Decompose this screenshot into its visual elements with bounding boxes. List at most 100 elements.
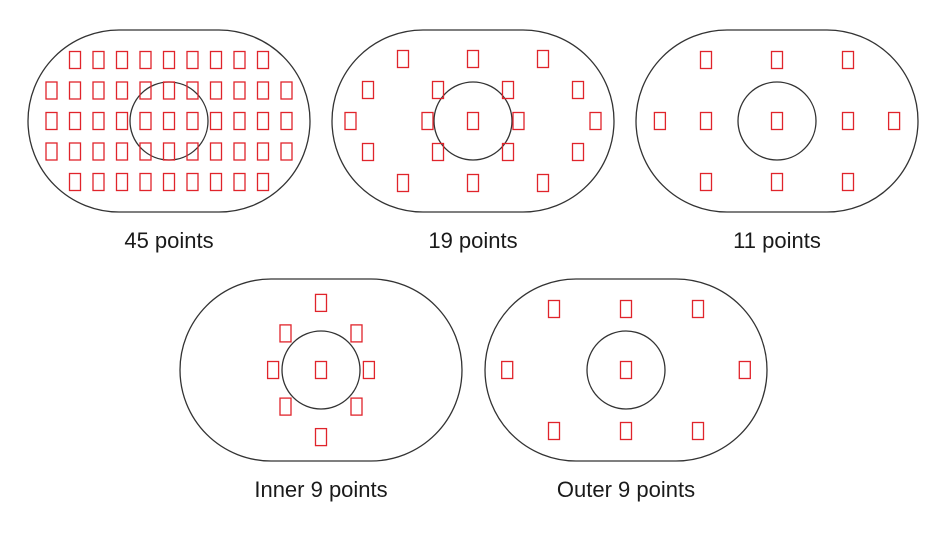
af-point xyxy=(115,172,129,192)
af-point xyxy=(571,80,585,100)
af-point xyxy=(361,142,375,162)
af-point xyxy=(162,50,176,70)
af-point xyxy=(233,111,246,131)
af-point xyxy=(139,142,152,161)
af-point xyxy=(186,111,199,131)
af-point xyxy=(68,172,82,192)
af-point xyxy=(280,142,293,161)
af-point xyxy=(619,360,633,380)
panel-45-points: 45 points xyxy=(27,29,311,253)
center-circle xyxy=(129,81,209,161)
af-point xyxy=(92,111,105,131)
af-point xyxy=(841,172,855,192)
af-point xyxy=(770,111,784,131)
center-circle xyxy=(737,81,817,161)
af-point xyxy=(68,142,82,161)
af-point xyxy=(115,81,129,100)
af-point xyxy=(162,142,176,161)
center-circle xyxy=(433,81,513,161)
af-point xyxy=(115,50,129,70)
af-point xyxy=(501,360,514,380)
af-point xyxy=(350,324,363,343)
af-point xyxy=(92,50,105,70)
af-point xyxy=(162,172,176,192)
af-point xyxy=(139,50,152,70)
af-point xyxy=(738,360,751,380)
af-point xyxy=(186,81,199,100)
af-point xyxy=(115,111,129,131)
af-point xyxy=(512,111,525,131)
viewfinder-frame xyxy=(331,29,615,213)
af-point xyxy=(653,111,667,131)
af-point xyxy=(619,421,633,441)
af-point xyxy=(279,397,292,416)
af-point xyxy=(162,111,176,131)
af-point xyxy=(279,324,292,343)
af-point xyxy=(209,142,223,161)
af-point xyxy=(209,81,223,100)
af-point xyxy=(691,421,705,441)
viewfinder-frame xyxy=(635,29,919,213)
caption-19-points: 19 points xyxy=(428,228,517,253)
af-point xyxy=(256,50,270,70)
caption-11-points: 11 points xyxy=(733,228,821,253)
af-point xyxy=(362,360,376,380)
af-point xyxy=(841,50,855,70)
af-point xyxy=(431,80,445,100)
af-point xyxy=(501,80,515,100)
af-point xyxy=(186,142,199,161)
af-point xyxy=(256,81,270,100)
af-point xyxy=(350,397,363,416)
af-point xyxy=(233,172,246,192)
af-point xyxy=(68,50,82,70)
panel-outer-9-points: Outer 9 points xyxy=(484,278,768,502)
af-point xyxy=(256,172,270,192)
af-point xyxy=(344,111,357,131)
af-point xyxy=(233,50,246,70)
af-point xyxy=(466,111,480,131)
panel-11-points: 11 points xyxy=(635,29,919,253)
af-point xyxy=(139,111,152,131)
af-point xyxy=(280,81,293,100)
af-point xyxy=(536,173,550,193)
panel-19-points: 19 points xyxy=(331,29,615,253)
af-point xyxy=(209,111,223,131)
caption-outer-9-points: Outer 9 points xyxy=(557,477,695,502)
af-point xyxy=(68,111,82,131)
af-point xyxy=(92,142,105,161)
caption-inner-9-points: Inner 9 points xyxy=(254,477,387,502)
viewfinder-frame xyxy=(484,278,768,462)
af-point xyxy=(314,427,328,447)
af-point xyxy=(699,172,713,192)
caption-45-points: 45 points xyxy=(124,228,213,253)
af-point xyxy=(691,299,705,319)
af-point xyxy=(536,49,550,69)
af-point xyxy=(139,81,152,100)
af-point xyxy=(266,360,280,380)
af-point xyxy=(280,111,293,131)
af-point xyxy=(314,293,328,313)
af-point xyxy=(699,111,713,131)
af-point xyxy=(115,142,129,161)
af-point xyxy=(501,142,515,162)
af-point xyxy=(466,49,480,69)
af-point xyxy=(396,173,410,193)
viewfinder-frame xyxy=(27,29,311,213)
af-point xyxy=(209,50,223,70)
af-point xyxy=(45,111,58,131)
af-point xyxy=(547,299,561,319)
af-point xyxy=(186,50,199,70)
af-point xyxy=(770,172,784,192)
af-point xyxy=(209,172,223,192)
af-point xyxy=(619,299,633,319)
af-point xyxy=(233,142,246,161)
af-point xyxy=(431,142,445,162)
af-point xyxy=(233,81,246,100)
af-point xyxy=(68,81,82,100)
af-point xyxy=(589,111,602,131)
af-point xyxy=(361,80,375,100)
af-point xyxy=(699,50,713,70)
af-point xyxy=(162,81,176,100)
center-circle xyxy=(281,330,361,410)
af-point xyxy=(571,142,585,162)
